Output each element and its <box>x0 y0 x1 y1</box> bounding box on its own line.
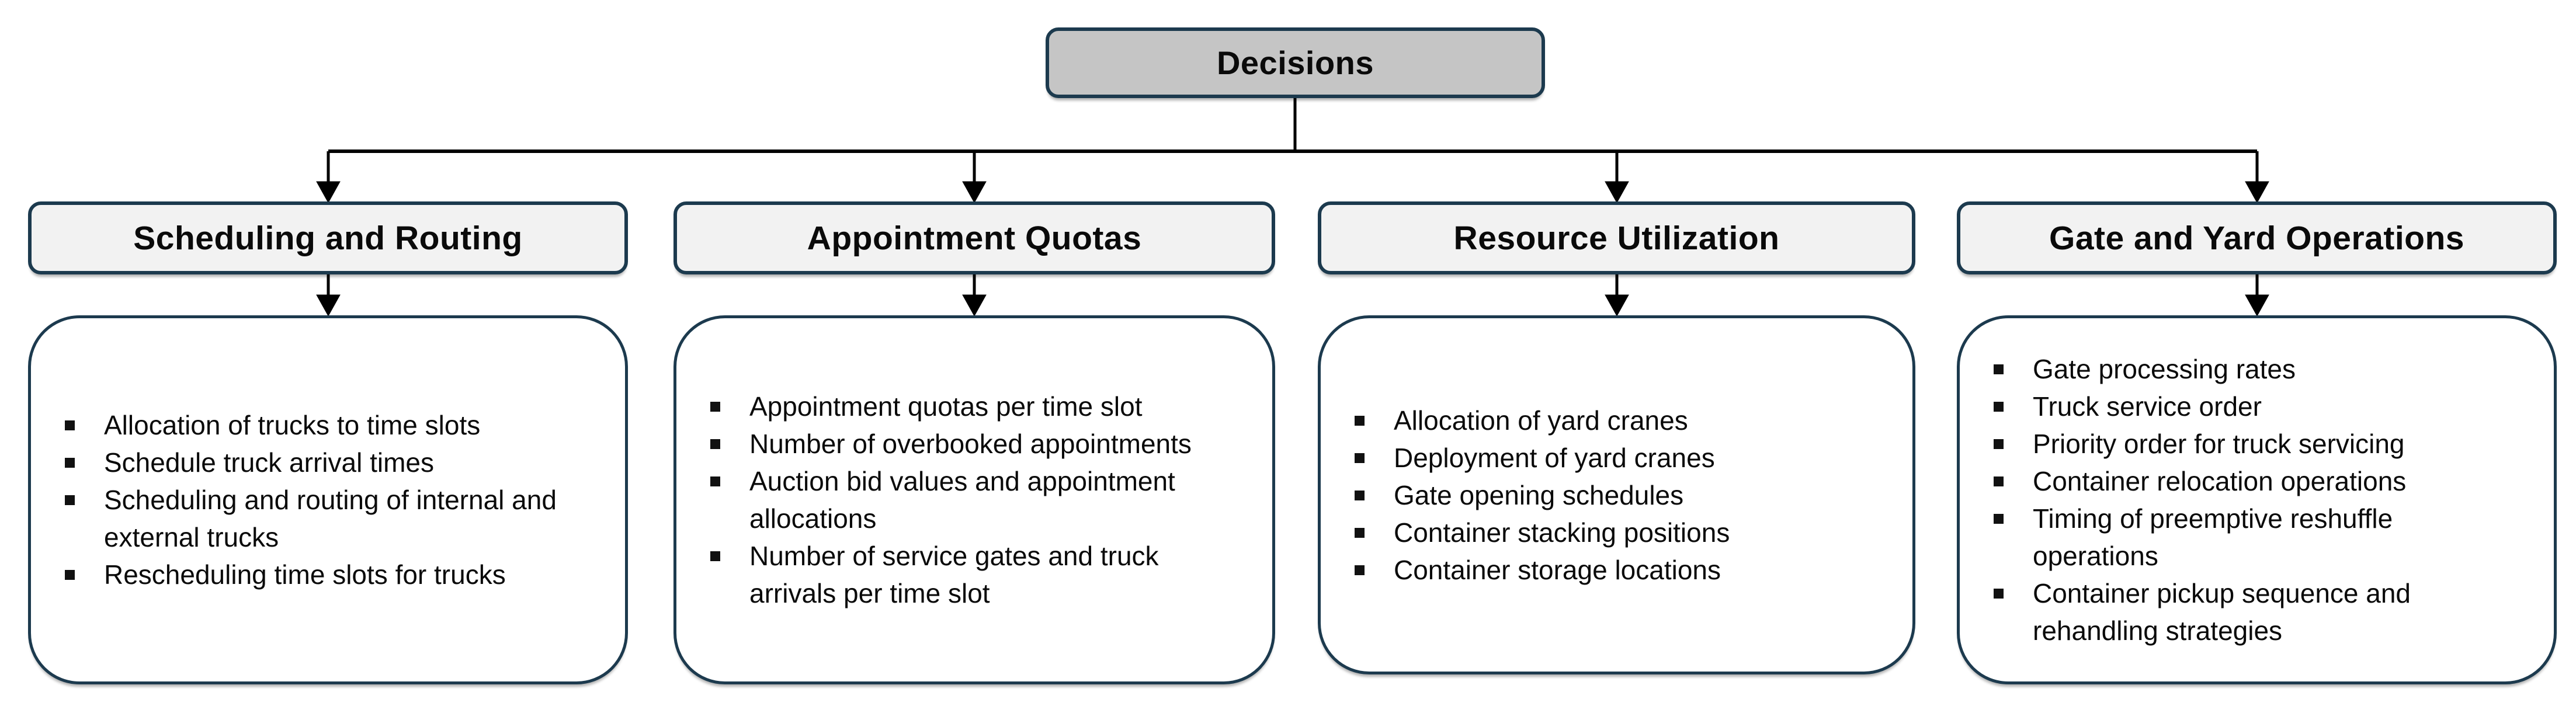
bullet-item: Scheduling and routing of internal and e… <box>65 481 578 556</box>
bullet-item: Container stacking positions <box>1355 514 1866 551</box>
bullet-item-text: Container stacking positions <box>1394 517 1730 548</box>
arrowhead-list-4 <box>2245 294 2269 317</box>
bullet-square-icon <box>1994 476 2004 486</box>
bullet-item-text: Allocation of trucks to time slots <box>104 410 481 440</box>
bullet-square-icon <box>710 439 720 449</box>
bullet-square-icon <box>710 402 720 412</box>
root-node-label: Decisions <box>1216 44 1374 81</box>
arrowhead-branch-2 <box>962 181 987 204</box>
bullet-item: Allocation of yard cranes <box>1355 402 1866 439</box>
bullet-item: Number of service gates and truck arriva… <box>710 537 1225 612</box>
bullet-item-text: Scheduling and routing of internal and e… <box>104 485 557 552</box>
bullet-item-text: Allocation of yard cranes <box>1394 405 1688 436</box>
branch-header-resource-utilization: Resource Utilization <box>1318 201 1915 274</box>
arrowhead-list-3 <box>1605 294 1629 317</box>
branch-title: Gate and Yard Operations <box>2049 219 2464 257</box>
arrowhead-branch-3 <box>1605 181 1629 204</box>
bullet-square-icon <box>65 570 75 580</box>
arrowhead-branch-4 <box>2245 181 2269 204</box>
bullet-square-icon <box>710 476 720 486</box>
arrowhead-list-2 <box>962 294 987 317</box>
bullet-item: Container storage locations <box>1355 551 1866 589</box>
branch-title: Appointment Quotas <box>807 219 1142 257</box>
bullet-item: Container pickup sequence and rehandling… <box>1994 575 2507 649</box>
bullet-square-icon <box>1994 439 2004 449</box>
bullet-item: Priority order for truck servicing <box>1994 425 2507 462</box>
bullet-item-text: Container pickup sequence and rehandling… <box>2033 578 2411 646</box>
bullet-item: Container relocation operations <box>1994 462 2507 500</box>
bullet-item-text: Container relocation operations <box>2033 466 2407 496</box>
bullet-item-text: Timing of preemptive reshuffle operation… <box>2033 503 2393 571</box>
bullet-item: Appointment quotas per time slot <box>710 388 1225 425</box>
bullet-item-text: Gate opening schedules <box>1394 479 1684 510</box>
branch-title: Scheduling and Routing <box>133 219 523 257</box>
branch-header-gate-and-yard-operations: Gate and Yard Operations <box>1957 201 2557 274</box>
bullet-item: Deployment of yard cranes <box>1355 439 1866 476</box>
bullet-item: Truck service order <box>1994 388 2507 425</box>
bullet-item-text: Gate processing rates <box>2033 354 2296 384</box>
bullet-item-text: Schedule truck arrival times <box>104 447 434 478</box>
bullet-item-text: Number of service gates and truck arriva… <box>749 541 1159 608</box>
bullet-item: Rescheduling time slots for trucks <box>65 556 578 593</box>
bullet-item-text: Truck service order <box>2033 391 2262 422</box>
bullet-item-text: Rescheduling time slots for trucks <box>104 559 506 590</box>
bullet-square-icon <box>65 458 75 468</box>
branch-title: Resource Utilization <box>1453 219 1780 257</box>
bullet-square-icon <box>1355 453 1365 463</box>
bullet-square-icon <box>1355 527 1365 538</box>
bullet-item: Number of overbooked appointments <box>710 425 1225 462</box>
bullet-square-icon <box>1355 415 1365 426</box>
bullet-item: Gate processing rates <box>1994 350 2507 388</box>
bullet-square-icon <box>1994 589 2004 599</box>
bullet-item: Schedule truck arrival times <box>65 444 578 481</box>
bullet-square-icon <box>1355 490 1365 500</box>
bullet-item: Gate opening schedules <box>1355 476 1866 514</box>
bullet-square-icon <box>710 551 720 561</box>
bullet-square-icon <box>1355 565 1365 575</box>
bullet-item-text: Auction bid values and appointment alloc… <box>749 466 1175 534</box>
bullet-square-icon <box>1994 514 2004 524</box>
bullet-item-text: Priority order for truck servicing <box>2033 429 2405 459</box>
bullet-square-icon <box>1994 364 2004 374</box>
arrowhead-branch-1 <box>316 181 341 204</box>
bullet-item-text: Deployment of yard cranes <box>1394 442 1715 473</box>
bullet-item-text: Container storage locations <box>1394 554 1721 585</box>
bullet-square-icon <box>1994 402 2004 412</box>
bullet-item: Auction bid values and appointment alloc… <box>710 462 1225 537</box>
arrowhead-list-1 <box>316 294 341 317</box>
bullet-item-text: Appointment quotas per time slot <box>749 391 1143 422</box>
branch-header-scheduling-and-routing: Scheduling and Routing <box>28 201 628 274</box>
root-node-decisions: Decisions <box>1046 27 1545 98</box>
bullet-square-icon <box>65 495 75 505</box>
branch-header-appointment-quotas: Appointment Quotas <box>673 201 1275 274</box>
bullet-item-text: Number of overbooked appointments <box>749 429 1192 459</box>
bullet-item: Timing of preemptive reshuffle operation… <box>1994 500 2507 575</box>
bullet-item: Allocation of trucks to time slots <box>65 406 578 444</box>
bullet-square-icon <box>65 420 75 430</box>
